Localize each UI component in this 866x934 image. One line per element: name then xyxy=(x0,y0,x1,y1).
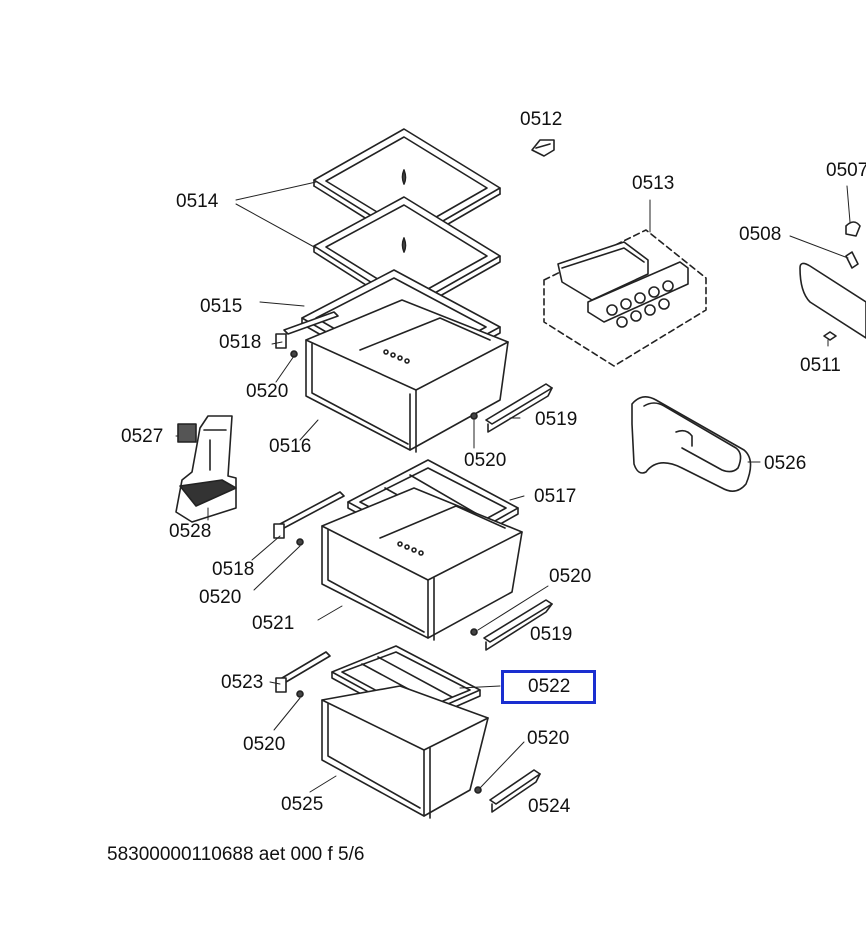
callout-0516: 0516 xyxy=(269,436,312,457)
callout-0512: 0512 xyxy=(520,109,563,130)
rail-left-upper xyxy=(275,311,339,358)
callout-0520-b: 0520 xyxy=(464,450,507,471)
callout-0520-e: 0520 xyxy=(243,734,286,755)
callout-0508: 0508 xyxy=(739,224,782,245)
callout-0527: 0527 xyxy=(121,426,164,447)
drawer-lower xyxy=(321,685,489,819)
callout-0526: 0526 xyxy=(764,453,807,474)
callout-0520-d: 0520 xyxy=(199,587,242,608)
callout-0518-mid: 0518 xyxy=(212,559,255,580)
drawer-middle xyxy=(321,487,523,641)
callout-0520-a: 0520 xyxy=(246,381,289,402)
leader-lines xyxy=(175,181,851,793)
callout-0507: 0507 xyxy=(826,160,866,181)
callout-0511: 0511 xyxy=(800,355,841,376)
callout-0522: 0522 xyxy=(528,676,571,697)
callout-0525: 0525 xyxy=(281,794,324,815)
callout-0515: 0515 xyxy=(200,296,243,317)
callout-0518-top: 0518 xyxy=(219,332,262,353)
rail-right-middle xyxy=(470,599,553,651)
door-handle-parts xyxy=(799,221,866,341)
callout-0520-c: 0520 xyxy=(549,566,592,587)
rail-left-middle xyxy=(273,491,345,546)
callout-0521: 0521 xyxy=(252,613,295,634)
hinge-cover xyxy=(631,396,752,492)
drawer-upper xyxy=(305,299,509,453)
ice-tray-assembly xyxy=(175,415,237,523)
callout-0514: 0514 xyxy=(176,191,219,212)
callout-0520-f: 0520 xyxy=(527,728,570,749)
callout-0513: 0513 xyxy=(632,173,675,194)
callout-0519-mid: 0519 xyxy=(530,624,573,645)
callout-0524: 0524 xyxy=(528,796,571,817)
door-bin-group xyxy=(543,229,707,367)
highlight-box-0522 xyxy=(501,670,596,704)
rail-left-lower xyxy=(275,651,331,698)
rail-right-lower xyxy=(474,769,541,813)
rail-right-upper xyxy=(470,383,553,433)
callout-0528: 0528 xyxy=(169,521,212,542)
document-code: 58300000110688 aet 000 f 5/6 xyxy=(107,844,365,865)
callout-0523: 0523 xyxy=(221,672,264,693)
clip-part xyxy=(531,139,555,157)
callout-0519-top: 0519 xyxy=(535,409,578,430)
callout-0517: 0517 xyxy=(534,486,577,507)
